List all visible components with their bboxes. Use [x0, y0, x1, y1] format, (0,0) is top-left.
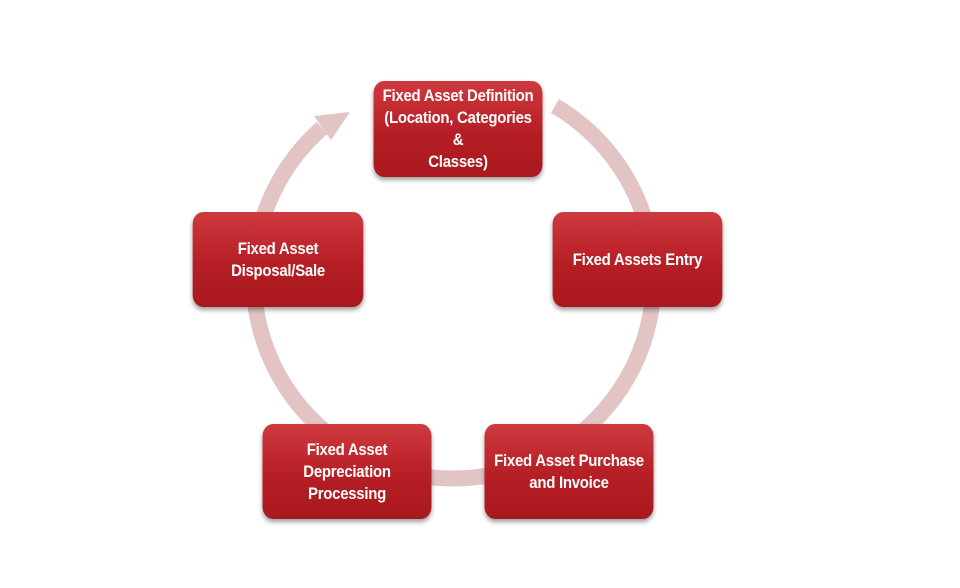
step-fixed-assets-entry: Fixed Assets Entry [552, 212, 723, 307]
step-fixed-asset-depreciation: Fixed Asset Depreciation Processing [262, 424, 432, 519]
step-fixed-asset-definition: Fixed Asset Definition (Location, Catego… [373, 81, 543, 177]
step-fixed-asset-purchase-invoice: Fixed Asset Purchase and Invoice [484, 424, 654, 519]
step-fixed-asset-disposal: Fixed Asset Disposal/Sale [192, 212, 364, 307]
cycle-arrowhead-icon [314, 112, 350, 140]
